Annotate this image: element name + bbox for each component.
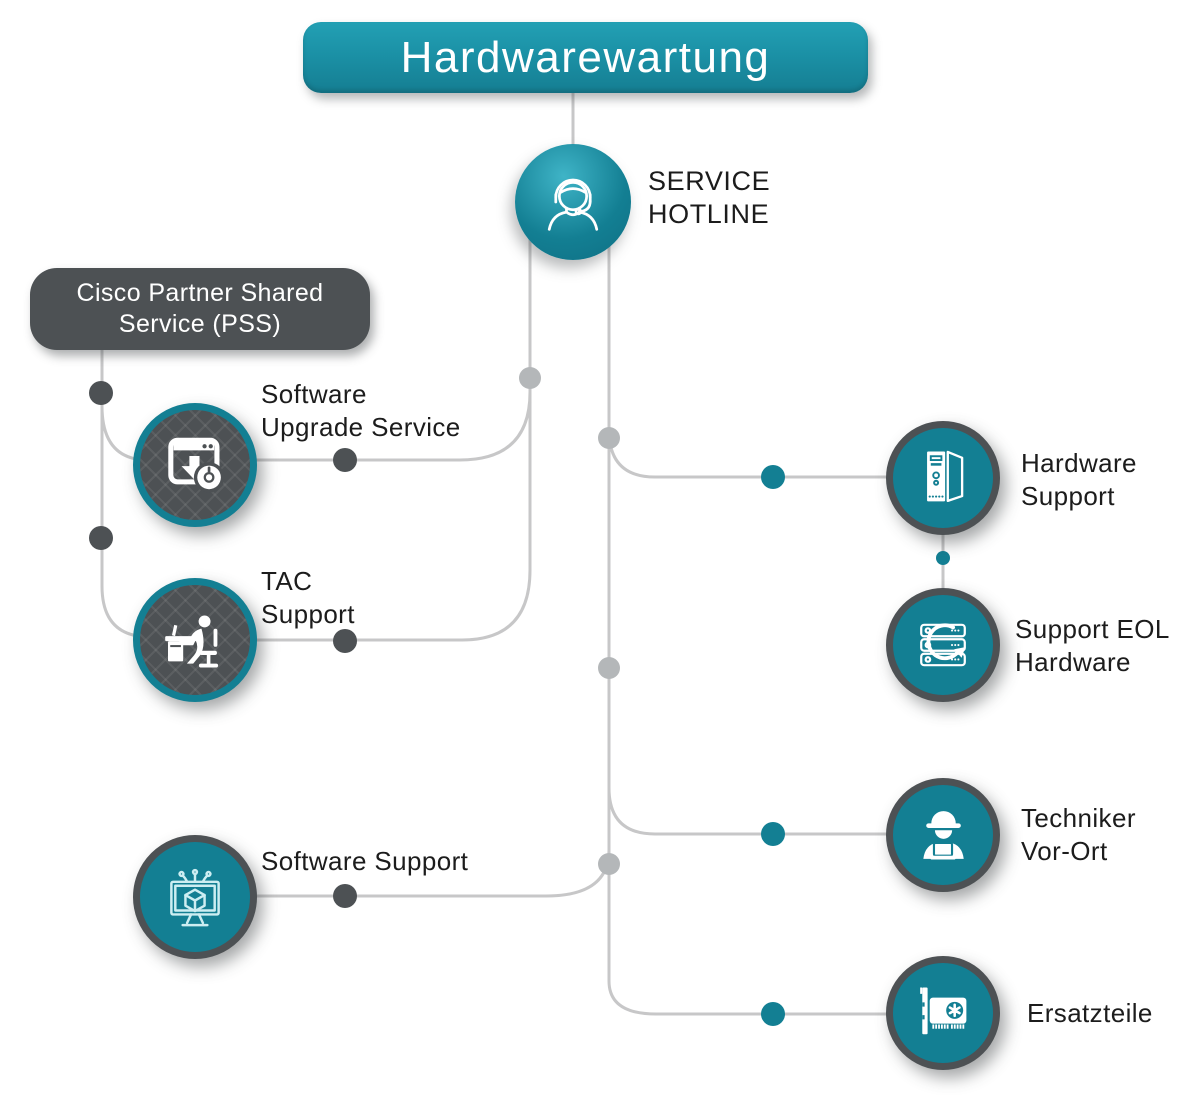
title-banner: Hardwarewartung [303,22,868,93]
junction-dot [761,822,785,846]
line-hotline-to-ersatzteile [607,244,897,1016]
line-branch-techniker [607,786,897,836]
tac-support-label: TAC Support [261,566,355,629]
software-upgrade-node [133,403,257,527]
hardware-support-node [886,421,1000,535]
hardware-support-label: Hardware Support [1021,448,1137,511]
junction-dots [89,367,950,1026]
pss-box: Cisco Partner Shared Service (PSS) [30,268,370,350]
tac-support-node [133,578,257,702]
software-support-label: Software Support [261,846,469,876]
line-branch-hardware-support [607,428,897,479]
ersatzteile-label: Ersatzteile [1027,998,1153,1028]
page-title: Hardwarewartung [400,32,771,82]
junction-dot [598,657,620,679]
junction-dot [89,381,113,405]
line-hotline-to-tac [208,236,532,642]
software-upgrade-label: Software Upgrade Service [261,379,461,442]
line-software-upgrade-merge [208,390,532,462]
junction-dot [333,629,357,653]
server-refresh-icon [920,623,966,667]
technician-icon [923,811,964,860]
junction-dot [598,427,620,449]
techniker-node [886,778,1000,892]
junction-dot [761,465,785,489]
ersatzteile-node [886,956,1000,1070]
service-hotline-label: SERVICE HOTLINE [648,166,771,229]
support-eol-label: Support EOL Hardware [1015,614,1170,677]
junction-dot [761,1002,785,1026]
support-eol-node [886,588,1000,702]
junction-dot [333,884,357,908]
software-support-node [133,835,257,959]
support-desk-icon [165,615,219,668]
junction-dot [598,853,620,875]
graphics-card-icon [920,987,967,1035]
junction-dot [519,367,541,389]
software-download-icon [168,437,225,493]
service-hotline-node [515,144,631,260]
support-agent-icon [547,178,599,231]
pc-tower-icon [927,450,964,503]
techniker-label: Techniker Vor-Ort [1021,803,1136,866]
junction-dot [333,448,357,472]
monitor-cube-icon [170,868,220,927]
junction-dot-small [936,551,950,565]
junction-dot [89,526,113,550]
